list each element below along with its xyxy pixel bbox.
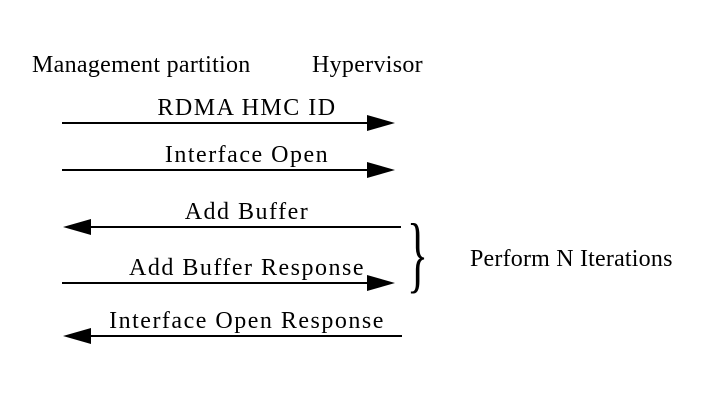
message-arrow-shaft — [90, 226, 401, 228]
right-arrowhead-icon — [367, 115, 395, 131]
message-arrow-shaft — [90, 335, 402, 337]
message-label: Interface Open — [164, 142, 330, 168]
message-arrow-shaft — [62, 169, 368, 171]
left-arrowhead-icon — [63, 219, 91, 235]
curly-brace-icon: } — [406, 209, 428, 302]
right-arrowhead-icon — [367, 275, 395, 291]
left-arrowhead-icon — [63, 328, 91, 344]
message-label: Add Buffer — [184, 199, 310, 225]
message-arrow-shaft — [62, 282, 368, 284]
iteration-group-brace: } — [402, 209, 432, 302]
participant-label-management-partition: Management partition — [32, 52, 251, 78]
right-arrowhead-icon — [367, 162, 395, 178]
iteration-annotation: Perform N Iterations — [470, 246, 673, 272]
message-arrow-shaft — [62, 122, 368, 124]
participant-label-hypervisor: Hypervisor — [312, 52, 423, 78]
message-label: RDMA HMC ID — [157, 95, 337, 121]
message-label: Interface Open Response — [109, 308, 385, 334]
message-label: Add Buffer Response — [128, 255, 366, 281]
